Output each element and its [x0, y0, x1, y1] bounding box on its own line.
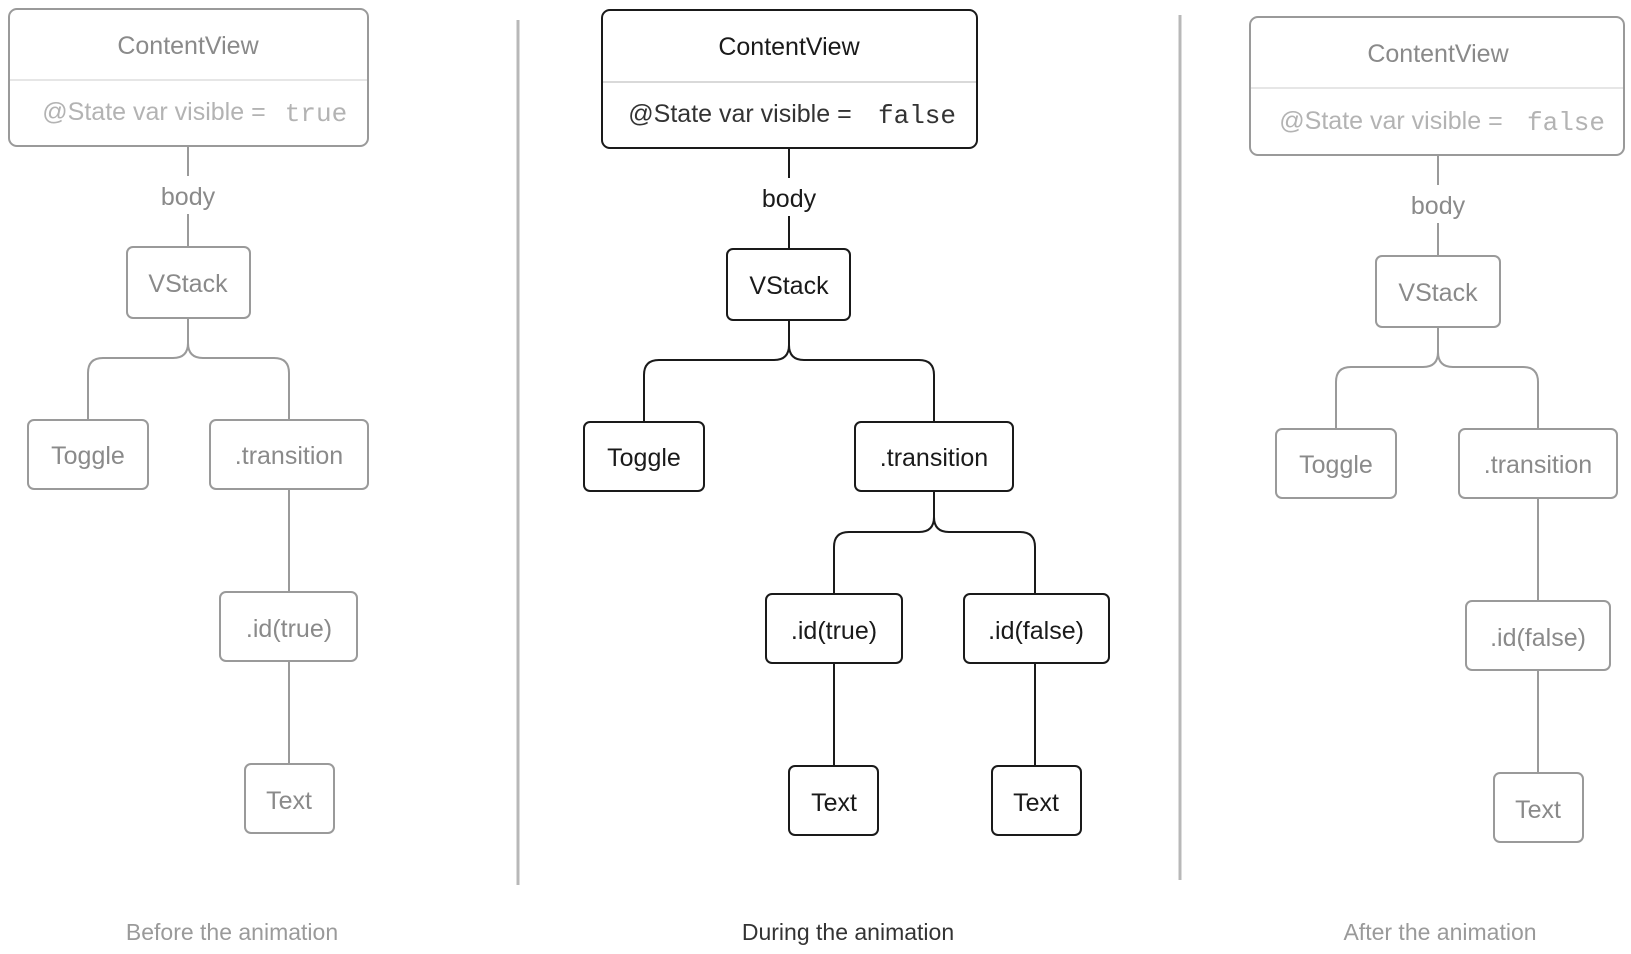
state-prefix: @State var visible = [1279, 107, 1502, 135]
id-box [1465, 600, 1611, 671]
state-value: false [878, 101, 956, 131]
id-false-label: .id(false) [988, 617, 1084, 645]
state-value: true [285, 99, 347, 129]
text-right-box [991, 765, 1082, 836]
text-left-box [788, 765, 879, 836]
text-box [1493, 772, 1584, 843]
text-box [244, 763, 335, 834]
toggle-label: Toggle [51, 442, 125, 470]
id-true-box [765, 593, 903, 664]
id-box [219, 591, 358, 662]
toggle-label: Toggle [1299, 451, 1373, 479]
caption-before: Before the animation [126, 919, 338, 945]
transition-label: .transition [880, 444, 988, 472]
contentview-box [8, 8, 369, 147]
panel-during [583, 9, 1110, 836]
state-prefix: @State var visible = [628, 100, 851, 128]
body-label: body [762, 185, 817, 213]
transition-box [854, 421, 1014, 492]
toggle-box [1275, 428, 1397, 499]
toggle-box [583, 421, 705, 492]
vstack-label: VStack [749, 272, 829, 300]
contentview-title: ContentView [718, 33, 860, 61]
contentview-box [1249, 16, 1625, 156]
panel-before [8, 8, 369, 834]
body-label: body [1411, 192, 1466, 220]
contentview-title: ContentView [1367, 40, 1509, 68]
connector-transition-ids [833, 491, 1036, 594]
panel-after [1249, 16, 1625, 843]
state-value: false [1527, 108, 1605, 138]
vstack-label: VStack [1398, 279, 1478, 307]
state-prefix: @State var visible = [42, 98, 265, 126]
connector-vstack-children [1335, 327, 1539, 429]
panel-during-labels: ContentView @State var visible = false b… [607, 33, 1084, 945]
vstack-box [126, 246, 251, 319]
id-true-label: .id(true) [791, 617, 877, 645]
contentview-title: ContentView [117, 32, 259, 60]
caption-during: During the animation [742, 919, 954, 945]
id-false-box [963, 593, 1110, 664]
transition-box [209, 419, 369, 490]
transition-box [1458, 428, 1618, 499]
vstack-label: VStack [148, 270, 228, 298]
transition-label: .transition [1484, 451, 1592, 479]
body-label: body [161, 183, 216, 211]
caption-after: After the animation [1343, 919, 1536, 945]
id-label: .id(false) [1490, 624, 1586, 652]
text-label: Text [1515, 796, 1561, 824]
id-label: .id(true) [246, 615, 332, 643]
panel-before-labels: ContentView @State var visible = true bo… [42, 32, 347, 945]
contentview-box [601, 9, 978, 149]
text-label: Text [266, 787, 312, 815]
connector-vstack-children [643, 320, 935, 422]
vstack-box [726, 248, 851, 321]
vstack-box [1375, 255, 1501, 328]
text-left-label: Text [811, 789, 857, 817]
toggle-label: Toggle [607, 444, 681, 472]
transition-label: .transition [235, 442, 343, 470]
toggle-box [27, 419, 149, 490]
connector-vstack-children [87, 318, 290, 420]
text-right-label: Text [1013, 789, 1059, 817]
panel-after-labels: ContentView @State var visible = false b… [1279, 40, 1605, 945]
